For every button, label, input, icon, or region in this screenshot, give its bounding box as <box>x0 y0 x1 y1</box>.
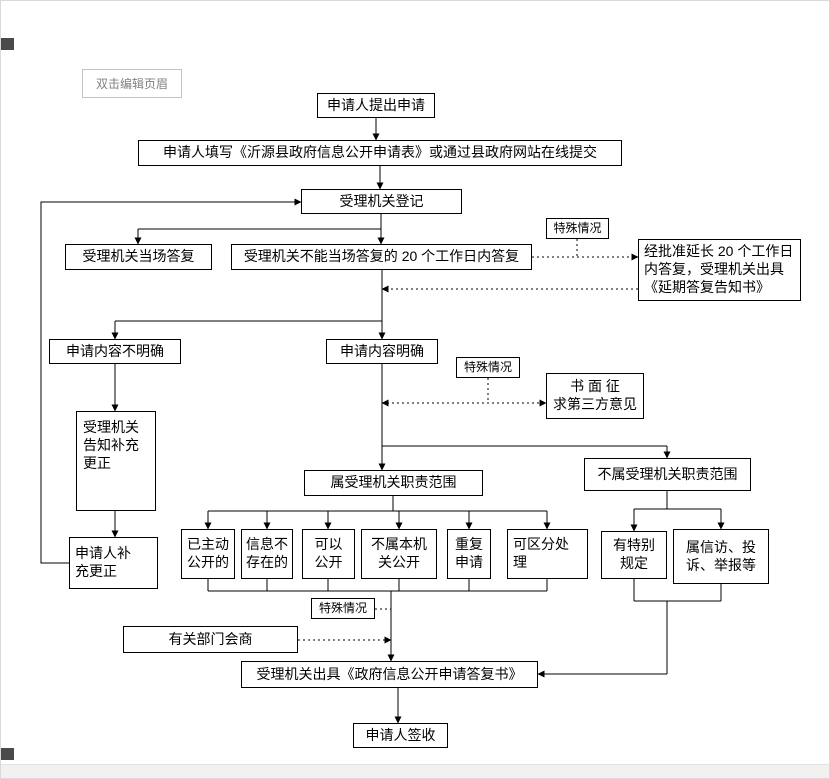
node-applicant-supplement[interactable]: 申请人补 充更正 <box>69 537 158 589</box>
node-within-scope[interactable]: 属受理机关职责范围 <box>304 470 483 496</box>
node-third-party-opinion[interactable]: 书 面 征 求第三方意见 <box>546 373 644 419</box>
node-content-clear[interactable]: 申请内容明确 <box>326 339 438 364</box>
node-special-provisions[interactable]: 有特别 规定 <box>601 531 667 579</box>
node-info-not-exist[interactable]: 信息不 存在的 <box>241 529 293 579</box>
page-boundary-marker-bottom <box>1 748 14 760</box>
node-fill-application-form[interactable]: 申请人填写《沂源县政府信息公开申请表》或通过县政府网站在线提交 <box>138 140 622 166</box>
node-can-disclose[interactable]: 可以 公开 <box>302 529 355 579</box>
node-submit-application[interactable]: 申请人提出申请 <box>317 93 435 118</box>
solid-connectors <box>40 118 725 724</box>
node-already-disclosed[interactable]: 已主动 公开的 <box>181 529 235 579</box>
node-extended-reply[interactable]: 经批准延长 20 个工作日 内答复，受理机关出具 《延期答复告知书》 <box>638 239 801 301</box>
node-department-consultation[interactable]: 有关部门会商 <box>123 626 298 653</box>
dotted-connectors <box>298 239 639 644</box>
special-case-label-1[interactable]: 特殊情况 <box>546 218 609 239</box>
node-separable-handling[interactable]: 可区分处 理 <box>507 529 588 579</box>
node-content-unclear[interactable]: 申请内容不明确 <box>49 339 181 364</box>
node-issue-reply-document[interactable]: 受理机关出具《政府信息公开申请答复书》 <box>241 661 538 688</box>
node-not-this-agency[interactable]: 不属本机 关公开 <box>361 529 437 579</box>
node-notify-supplement[interactable]: 受理机关 告知补充 更正 <box>76 411 156 511</box>
header-edit-hint[interactable]: 双击编辑页眉 <box>82 69 182 98</box>
node-outside-scope[interactable]: 不属受理机关职责范围 <box>584 458 751 491</box>
node-petition-complaint[interactable]: 属信访、投 诉、举报等 <box>673 529 769 584</box>
node-repeated-application[interactable]: 重复 申请 <box>447 529 491 579</box>
page-boundary-marker-top <box>1 38 14 50</box>
special-case-label-3[interactable]: 特殊情况 <box>311 598 375 619</box>
node-agency-register[interactable]: 受理机关登记 <box>301 189 462 214</box>
node-20day-reply[interactable]: 受理机关不能当场答复的 20 个工作日内答复 <box>231 244 532 270</box>
node-onspot-reply[interactable]: 受理机关当场答复 <box>65 244 212 270</box>
special-case-label-2[interactable]: 特殊情况 <box>456 357 520 378</box>
node-applicant-sign[interactable]: 申请人签收 <box>353 723 448 748</box>
horizontal-scrollbar[interactable] <box>1 764 829 778</box>
